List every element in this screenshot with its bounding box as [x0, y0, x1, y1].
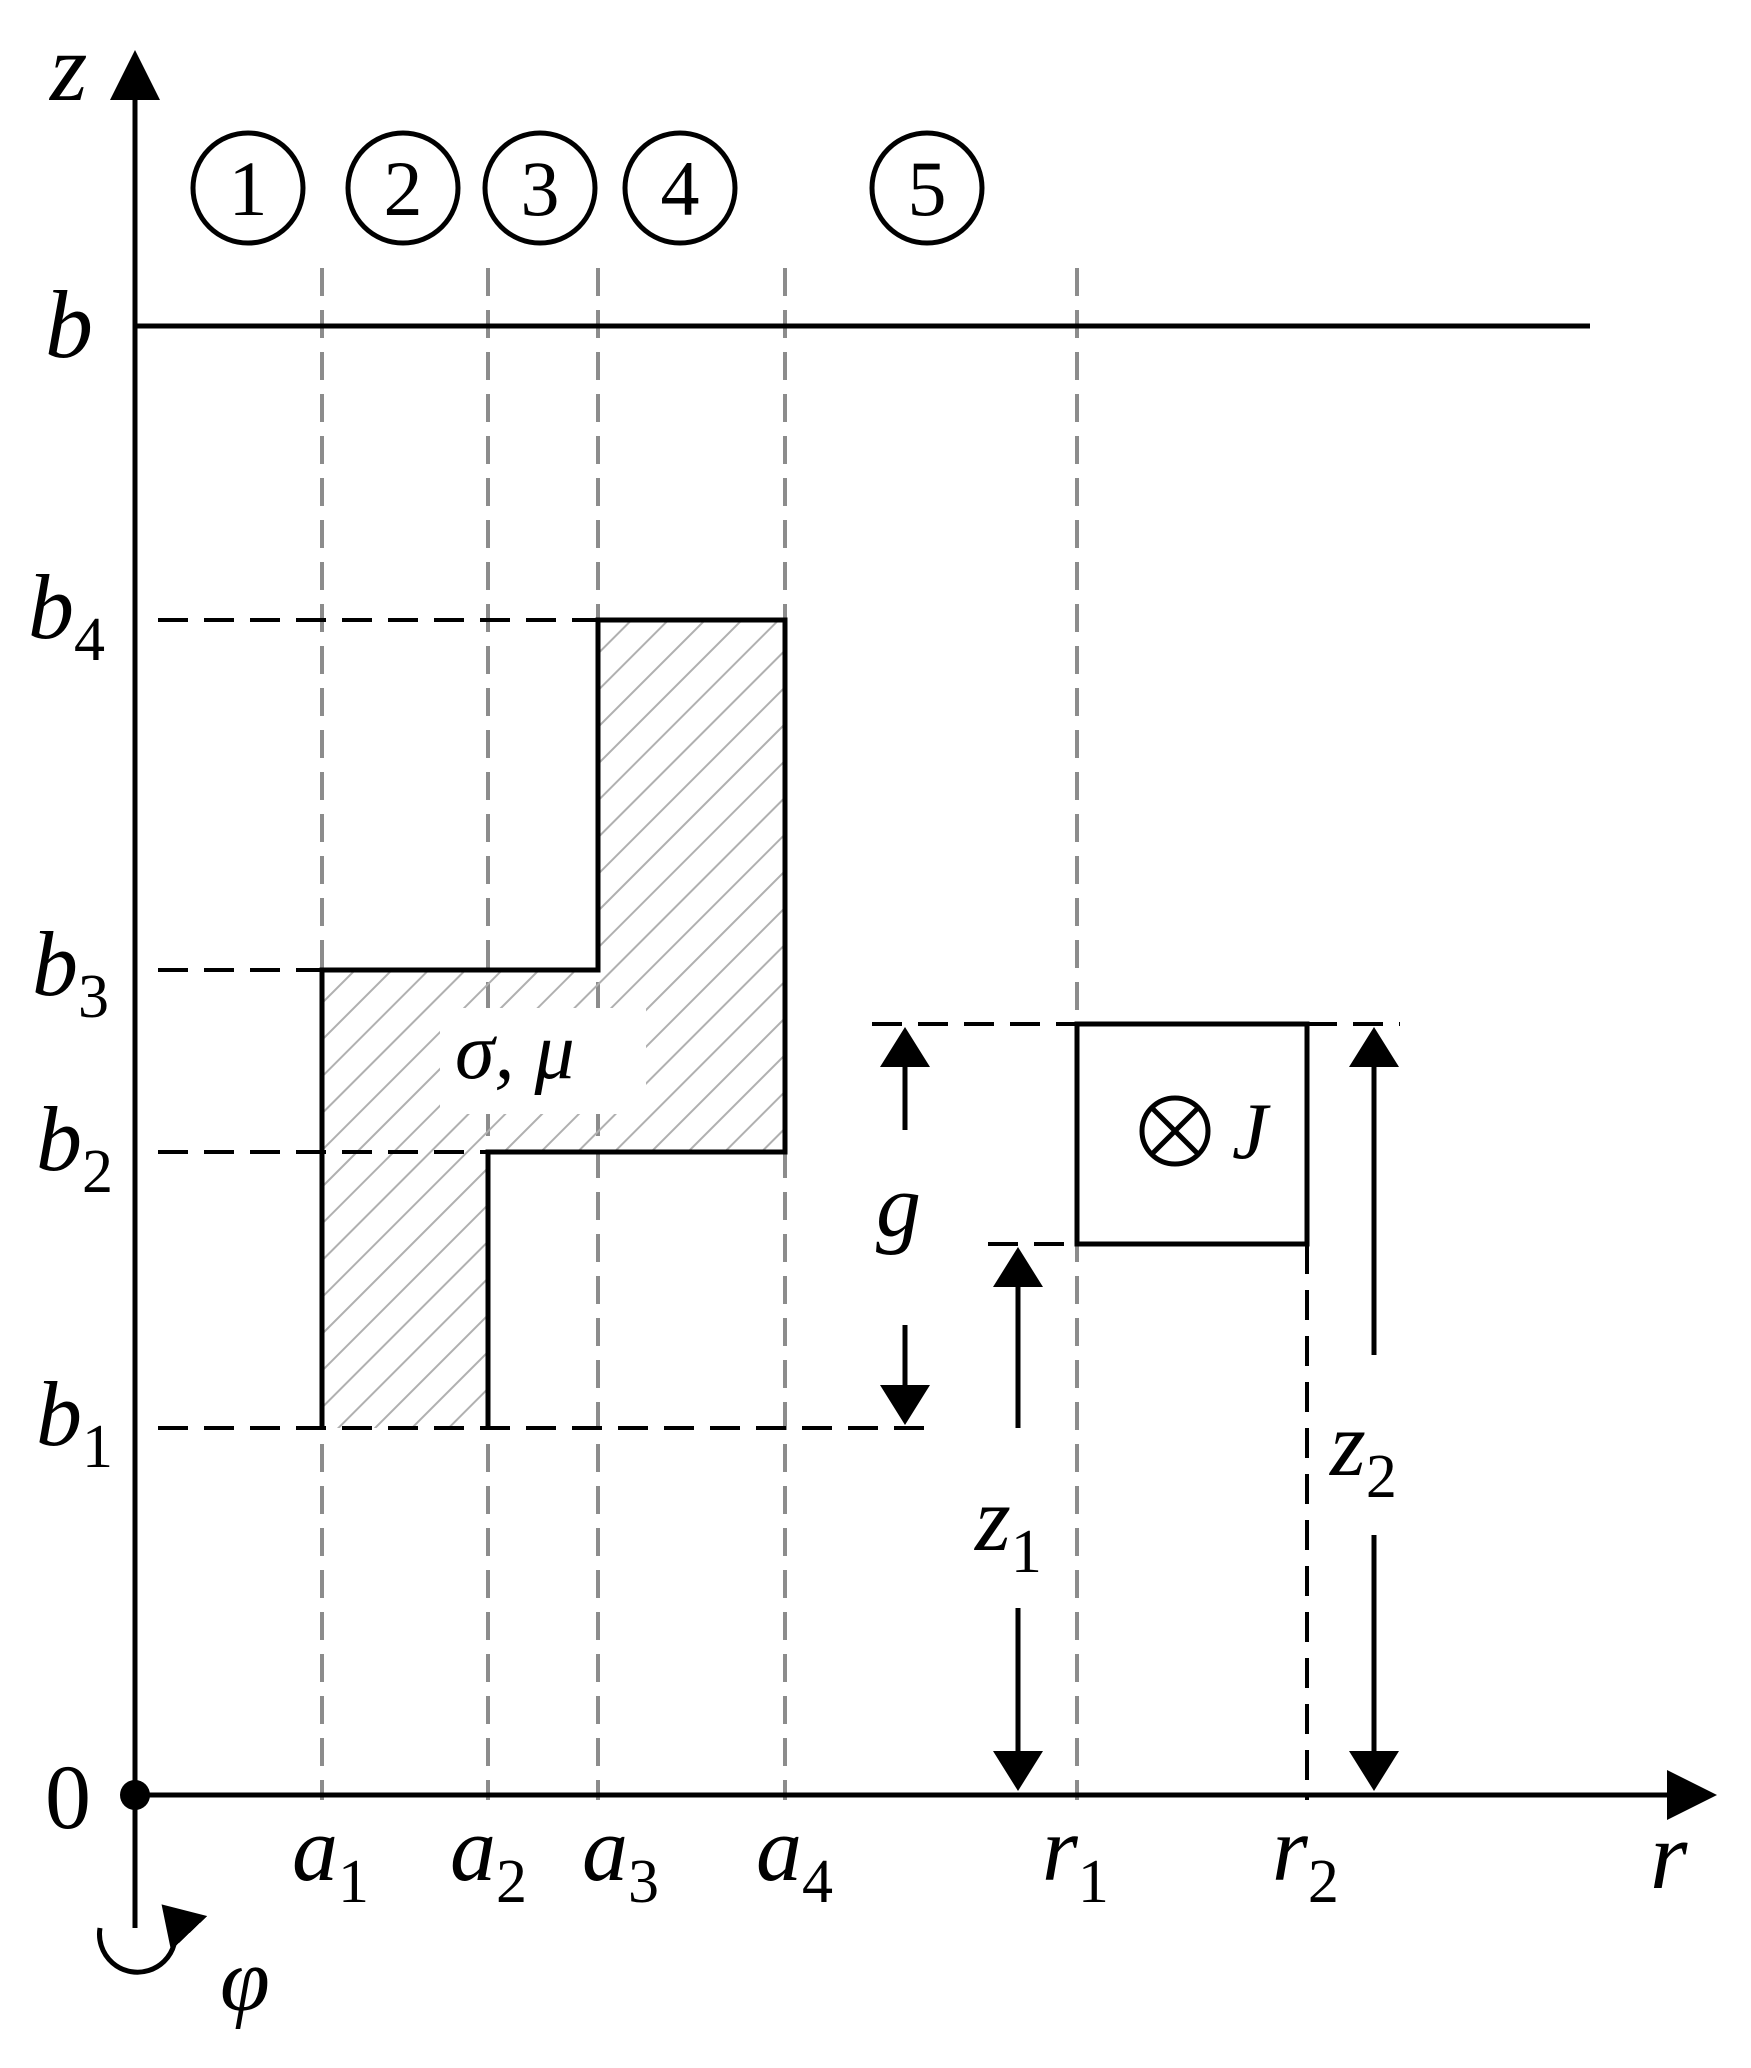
svg-text:5: 5: [908, 145, 947, 232]
origin-dot: [120, 1780, 150, 1810]
phi-label: φ: [220, 1931, 270, 2030]
tick-b4: b4: [28, 556, 105, 674]
gap-label: g: [876, 1157, 921, 1256]
height-guide-lines: [158, 618, 1400, 1800]
svg-text:4: 4: [661, 145, 700, 232]
tick-a3: a3: [582, 1798, 659, 1916]
svg-text:1: 1: [229, 145, 268, 232]
svg-text:3: 3: [521, 145, 560, 232]
r-axis-label: r: [1650, 1802, 1688, 1909]
tick-a4: a4: [756, 1798, 833, 1916]
region-marker-4: 4: [622, 130, 738, 246]
r-tick-labels: a1 a2 a3 a4 r1 r2: [292, 1798, 1339, 1916]
svg-text:2: 2: [384, 145, 423, 232]
material-label-backdrop: [440, 1008, 646, 1114]
coil: [1074, 1021, 1310, 1247]
tick-a2: a2: [450, 1798, 527, 1916]
tick-r1: r1: [1042, 1798, 1109, 1916]
z-tick-labels: b4 b3 b2 b1: [28, 556, 113, 1481]
region-marker-5: 5: [869, 130, 985, 246]
tick-r2: r2: [1272, 1798, 1339, 1916]
conductive-body-outline: [319, 617, 788, 1428]
origin-label: 0: [45, 1746, 91, 1848]
coil-current-label: J: [1232, 1088, 1271, 1176]
rotation-arrow-icon: [97, 1904, 208, 1975]
z-axis-label: z: [48, 14, 87, 121]
z2-label: z2: [1328, 1393, 1397, 1511]
region-marker-3: 3: [482, 130, 598, 246]
b-label: b: [45, 271, 93, 378]
material-label: σ, μ: [455, 1008, 575, 1096]
tick-b3: b3: [32, 913, 109, 1031]
tick-b2: b2: [36, 1088, 113, 1206]
tick-a1: a1: [292, 1798, 369, 1916]
tick-b1: b1: [36, 1363, 113, 1481]
z1-label: z1: [973, 1468, 1042, 1586]
region-marker-1: 1: [190, 130, 306, 246]
region-markers: 1 2 3 4 5: [190, 130, 985, 246]
region-marker-2: 2: [345, 130, 461, 246]
current-into-page-icon: [1139, 1095, 1211, 1167]
